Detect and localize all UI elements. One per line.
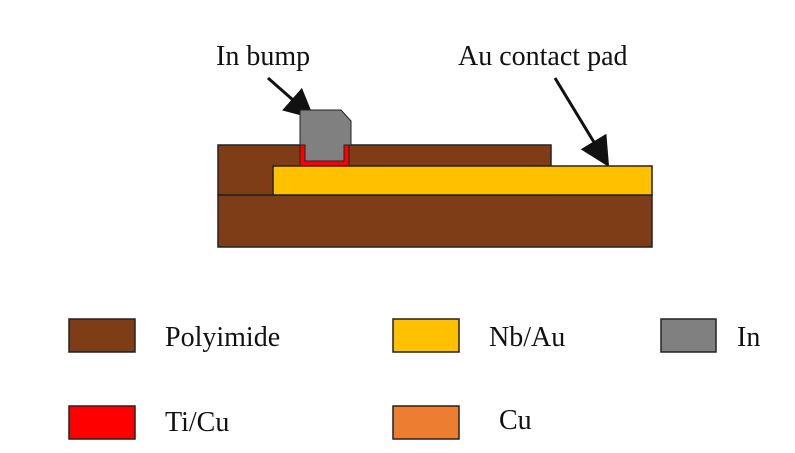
legend-swatch-cu — [392, 405, 460, 440]
legend-label-nb-au: Nb/Au — [489, 322, 565, 353]
legend-swatch-in — [660, 318, 717, 353]
legend-swatch-ti-cu — [68, 405, 136, 440]
in-bump-body — [299, 109, 352, 162]
au-contact-pad-arrow — [553, 77, 610, 168]
legend-swatch-nb-au — [392, 318, 460, 353]
base-polyimide-layer — [217, 194, 653, 248]
legend-label-in: In — [737, 322, 760, 353]
in-bump-label: In bump — [216, 41, 310, 72]
legend-label-polyimide: Polyimide — [165, 322, 280, 353]
in-bump-arrow — [267, 76, 315, 119]
legend-label-cu: Cu — [499, 405, 532, 436]
au-contact-pad-label: Au contact pad — [458, 41, 628, 72]
nb-au-layer — [272, 165, 653, 196]
legend-swatch-polyimide — [68, 318, 136, 353]
legend-label-ti-cu: Ti/Cu — [165, 407, 229, 438]
